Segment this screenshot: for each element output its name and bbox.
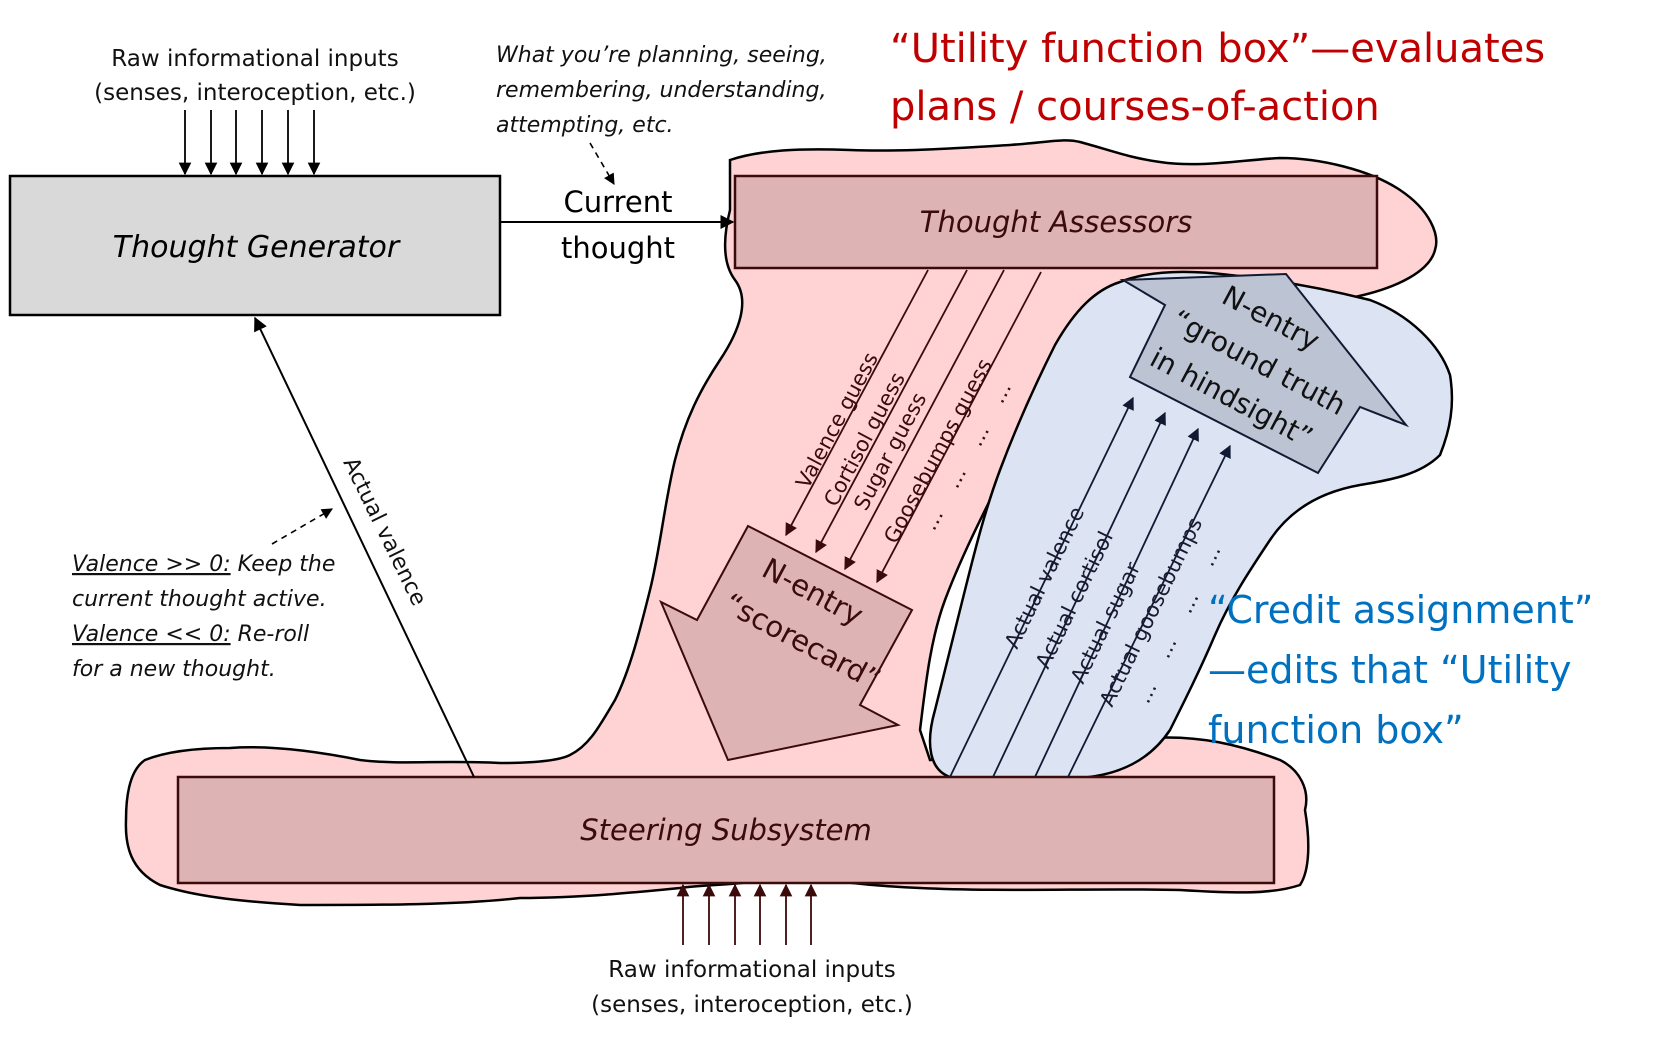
guess-arrows [785, 269, 1042, 584]
credit-annotation-line1: “Credit assignment” [1208, 588, 1593, 632]
actual-arrow [1034, 427, 1199, 778]
scorecard-arrow [659, 524, 914, 762]
valence-note-positive: Valence >> 0: Keep the [72, 552, 335, 577]
thought-assessors-box [733, 174, 1379, 270]
bottom-input-arrows [676, 883, 818, 945]
current-thought-note-line2: remembering, understanding, [496, 78, 826, 103]
guess-arrow [815, 269, 968, 554]
bottom-inputs-line2: (senses, interoception, etc.) [591, 992, 913, 1018]
actual-arrows [949, 396, 1231, 778]
current-thought-note-pointer [589, 142, 615, 185]
thought-generator-label: Thought Generator [113, 230, 401, 265]
thought-generator-box [8, 174, 502, 317]
guess-arrow [876, 271, 1042, 584]
actual-valence-label: Actual valence [338, 454, 431, 610]
top-inputs-line2: (senses, interoception, etc.) [94, 80, 416, 106]
credit-annotation-line3: function box” [1208, 708, 1464, 752]
valence-positive-action: Keep the [231, 552, 336, 577]
steering-subsystem-box [176, 775, 1276, 885]
actual-arrow [949, 396, 1134, 778]
guess-arrow [785, 269, 929, 537]
top-inputs-line1: Raw informational inputs [111, 46, 398, 72]
utility-annotation-line1: “Utility function box”—evaluates [890, 26, 1545, 72]
valence-note-negative-line2: for a new thought. [72, 657, 276, 682]
guess-arrow [844, 269, 1005, 571]
current-thought-line2: thought [561, 231, 675, 265]
steering-subsystem-label: Steering Subsystem [580, 813, 872, 847]
valence-note-positive-line2: current thought active. [72, 587, 327, 612]
thought-assessors-label: Thought Assessors [920, 205, 1192, 239]
valence-negative-action: Re-roll [231, 622, 309, 647]
valence-note-pointer [271, 508, 333, 545]
actual-arrow [992, 411, 1166, 778]
current-thought-note-line3: attempting, etc. [496, 113, 674, 138]
credit-annotation-line2: —edits that “Utility [1208, 648, 1572, 692]
utility-function-blob [124, 139, 1438, 907]
valence-negative-condition: Valence << 0: [72, 622, 231, 647]
valence-note-negative: Valence << 0: Re-roll [72, 622, 309, 647]
ground-truth-arrow [1119, 272, 1410, 475]
actual-arrow [1067, 444, 1231, 778]
top-input-arrows [178, 110, 321, 176]
utility-annotation-line2: plans / courses-of-action [890, 84, 1380, 130]
current-thought-line1: Current [564, 185, 673, 219]
current-thought-note-line1: What you’re planning, seeing, [496, 43, 827, 68]
bottom-inputs-line1: Raw informational inputs [608, 957, 895, 983]
valence-positive-condition: Valence >> 0: [72, 552, 231, 577]
actual-valence-arrow [254, 316, 475, 778]
